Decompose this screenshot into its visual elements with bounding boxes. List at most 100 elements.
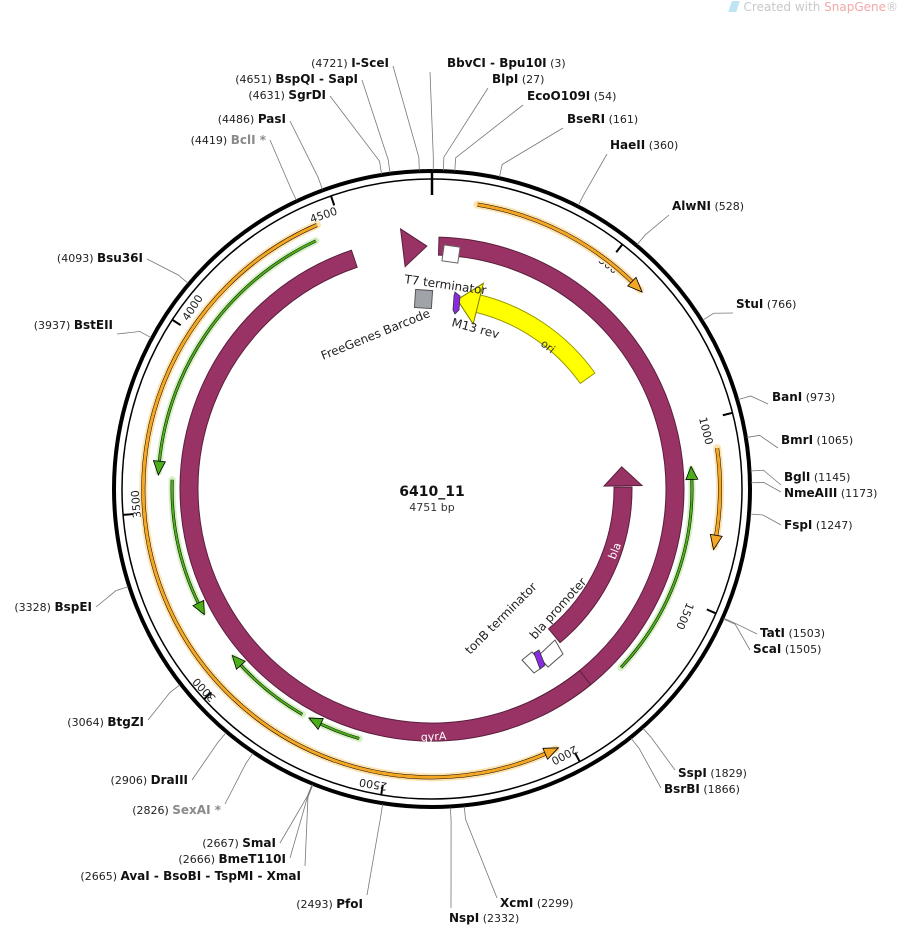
freegenes-barcode-feature[interactable] — [413, 288, 434, 310]
enzyme-position: (1247) — [816, 519, 853, 532]
enzyme-name: BglI — [784, 470, 810, 484]
gyra-arc-2[interactable] — [179, 249, 592, 742]
enzyme-leader-line — [642, 727, 676, 771]
enzyme-position: (766) — [767, 298, 797, 311]
enzyme-site-ecoo109i[interactable]: EcoO109I (54) — [527, 89, 616, 103]
enzyme-position: (4093) — [57, 252, 94, 265]
bla-arrowhead — [602, 466, 644, 487]
enzyme-position: (1829) — [710, 767, 747, 780]
enzyme-site-fspi[interactable]: FspI (1247) — [784, 518, 852, 532]
enzyme-site-sexai[interactable]: (2826) SexAI * — [132, 803, 222, 817]
primer-arc-1[interactable] — [157, 239, 317, 473]
enzyme-site-nmeaiii[interactable]: NmeAIII (1173) — [784, 486, 877, 500]
bla-arc[interactable] — [547, 486, 633, 644]
enzyme-site-draiii[interactable]: (2906) DraIII — [111, 773, 188, 787]
enzyme-name: BclI * — [231, 133, 267, 147]
enzyme-site-bmri[interactable]: BmrI (1065) — [781, 433, 853, 447]
enzyme-position: (2906) — [111, 774, 148, 787]
enzyme-name: BseRI — [567, 112, 605, 126]
enzyme-site-pfoi[interactable]: (2493) PfoI — [296, 897, 363, 911]
enzyme-site-xcmi[interactable]: XcmI (2299) — [500, 896, 573, 910]
enzyme-name: ScaI — [753, 642, 781, 656]
bla-promoter-feature[interactable] — [537, 639, 564, 668]
orf-arc-1[interactable] — [477, 203, 641, 291]
primer-arc-3[interactable] — [171, 479, 204, 613]
enzyme-site-iscei[interactable]: (4721) I-SceI — [311, 56, 389, 70]
enzyme-leader-line — [366, 804, 384, 896]
enzyme-site-pasi[interactable]: (4486) PasI — [218, 112, 286, 126]
enzyme-name: SmaI — [242, 836, 276, 850]
orf-arc-3[interactable] — [141, 223, 557, 779]
enzyme-site-bbvci[interactable]: BbvCI - Bpu10I (3) — [447, 56, 566, 70]
enzyme-name: NspI — [449, 911, 479, 925]
tonb-terminator-feature[interactable] — [533, 649, 546, 670]
m13-rev-feature[interactable] — [452, 291, 461, 315]
enzyme-site-bseri[interactable]: BseRI (161) — [567, 112, 638, 126]
tick-mark — [706, 608, 717, 615]
enzyme-name-alt: BsoBI — [163, 869, 201, 883]
tick-mark — [380, 784, 384, 795]
enzyme-position: (2666) — [178, 853, 215, 866]
enzyme-leader-line — [95, 586, 129, 608]
enzyme-name: BstEII — [74, 318, 113, 332]
enzyme-position: (2332) — [483, 912, 520, 925]
orf-arc-2-arrowhead — [709, 533, 723, 551]
enzyme-site-bani[interactable]: BanI (973) — [772, 390, 835, 404]
enzyme-site-bgli[interactable]: BglI (1145) — [784, 470, 850, 484]
enzyme-position: (4651) — [235, 73, 272, 86]
tick-mark — [171, 318, 182, 327]
enzyme-site-sgrdi[interactable]: (4631) SgrDI — [248, 88, 326, 102]
primer-arc-2-arrowhead — [685, 465, 699, 481]
enzyme-site-bsu36i[interactable]: (4093) Bsu36I — [57, 251, 143, 265]
enzyme-position: (4419) — [191, 134, 228, 147]
enzyme-name: BmrI — [781, 433, 813, 447]
orf-arc-1-arrowhead — [627, 276, 643, 293]
t7-terminator-feature[interactable] — [441, 244, 461, 264]
enzyme-name: DraIII — [151, 773, 188, 787]
arcs-layer — [139, 200, 724, 782]
enzyme-site-stui[interactable]: StuI (766) — [736, 297, 796, 311]
enzyme-name: PfoI — [336, 897, 363, 911]
enzyme-site-nspi[interactable]: NspI (2332) — [449, 911, 519, 925]
enzyme-site-avai[interactable]: (2665) AvaI - BsoBI - TspMI - XmaI — [80, 869, 301, 883]
enzyme-site-bspqi[interactable]: (4651) BspQI - SapI — [235, 72, 358, 86]
enzyme-site-btgzi[interactable]: (3064) BtgZI — [67, 715, 144, 729]
enzyme-site-haeii[interactable]: HaeII (360) — [610, 138, 678, 152]
enzyme-position: (54) — [594, 90, 617, 103]
enzyme-leader-line — [449, 807, 452, 909]
enzyme-leader-line — [392, 65, 420, 171]
enzyme-name: TatI — [760, 626, 785, 640]
enzyme-position: (3937) — [34, 319, 71, 332]
enzyme-leader-line — [442, 87, 489, 171]
tick-mark — [330, 195, 336, 206]
enzyme-name: BanI — [772, 390, 802, 404]
primer-arc-2[interactable] — [620, 469, 693, 669]
enzyme-name: BbvCI — [447, 56, 486, 70]
enzyme-name: StuI — [736, 297, 763, 311]
enzyme-leader-line — [429, 71, 434, 171]
enzyme-position: (3064) — [67, 716, 104, 729]
enzyme-leader-line — [116, 331, 152, 339]
enzyme-site-bspei[interactable]: (3328) BspEI — [14, 600, 92, 614]
enzyme-site-tati[interactable]: TatI (1503) — [760, 626, 825, 640]
enzyme-site-bcli[interactable]: (4419) BclI * — [191, 133, 267, 147]
enzyme-leader-line — [224, 752, 254, 805]
enzyme-site-alwni[interactable]: AlwNI (528) — [672, 199, 744, 213]
enzyme-site-bsteii[interactable]: (3937) BstEII — [34, 318, 113, 332]
tonb-terminator-label: tonB terminator — [462, 580, 539, 657]
enzyme-site-scai[interactable]: ScaI (1505) — [753, 642, 821, 656]
m13-rev-label: M13 rev — [450, 315, 501, 341]
tick-mark — [722, 411, 733, 417]
enzyme-site-sspi[interactable]: SspI (1829) — [678, 766, 747, 780]
enzyme-site-bmet110i[interactable]: (2666) BmeT110I — [178, 852, 286, 866]
enzyme-site-smai[interactable]: (2667) SmaI — [202, 836, 276, 850]
enzyme-leader-line — [147, 684, 181, 721]
enzyme-site-bsrbi[interactable]: BsrBI (1866) — [664, 782, 740, 796]
enzyme-name-separator: - — [486, 56, 499, 70]
tick-label: 1500 — [673, 601, 696, 632]
enzyme-leader-line — [146, 258, 189, 284]
enzyme-site-blpi[interactable]: BlpI (27) — [492, 72, 544, 86]
ori-arc[interactable] — [474, 294, 596, 385]
enzyme-name-separator: - — [201, 869, 214, 883]
